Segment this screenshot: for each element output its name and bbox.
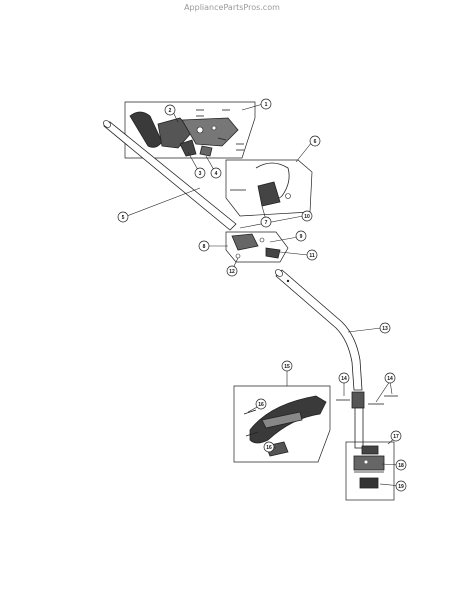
shaft-hole [286, 279, 290, 283]
spool-hole [364, 460, 368, 464]
callout-label: 6 [314, 139, 317, 145]
callout-11: 11 [306, 249, 318, 261]
callout-19: 19 [395, 480, 407, 492]
callout-label: 16 [258, 402, 264, 408]
callout-label: 17 [393, 434, 399, 440]
callout-label: 8 [203, 244, 206, 250]
handle-assembly-box [124, 101, 256, 159]
curved-shaft-end [275, 269, 283, 277]
callout-8: 8 [198, 240, 210, 252]
callout-label: 12 [229, 269, 235, 275]
shaft-lower-tube [354, 407, 364, 449]
spool-box [345, 441, 395, 501]
callout-label: 15 [284, 364, 290, 370]
curved-shaft-tube [275, 269, 363, 391]
callout-10: 10 [301, 210, 313, 222]
callout-label: 5 [122, 215, 125, 221]
shaft-clamp [351, 391, 365, 409]
shaft-end [103, 120, 111, 128]
callout-13: 13 [379, 322, 391, 334]
coupler-housing [231, 233, 259, 251]
callout-label: 9 [300, 234, 303, 240]
callout-17: 17 [390, 430, 402, 442]
guard-assembly [233, 385, 331, 463]
callout-label: 13 [382, 326, 388, 332]
coupler-screw [235, 253, 241, 259]
callout-7: 7 [260, 216, 272, 228]
callout-12: 12 [226, 265, 238, 277]
callout-4: 4 [210, 167, 222, 179]
callout-label: 11 [309, 253, 315, 259]
callout-label: 2 [169, 108, 172, 114]
coupler-assembly [225, 231, 289, 263]
callout-label: 19 [398, 484, 404, 490]
leader-lines [126, 103, 402, 487]
callout-6: 6 [309, 135, 321, 147]
callout-2: 2 [164, 104, 176, 116]
spool-cap [359, 477, 379, 489]
switch-part [199, 145, 213, 157]
callout-3: 3 [194, 167, 206, 179]
coupler-knob [265, 247, 281, 259]
spool-housing [353, 455, 385, 471]
aux-handle-clamp [257, 181, 281, 207]
callout-label: 18 [398, 463, 404, 469]
callout-label: 16 [266, 445, 272, 451]
spool-top [361, 445, 379, 455]
callout-label: 1 [265, 102, 268, 108]
lower-curved-shaft [275, 269, 398, 449]
callout-label: 4 [215, 171, 218, 177]
callout-label: 3 [199, 171, 202, 177]
watermark-text: AppliancePartsPros.com [184, 3, 280, 12]
trigger-part [179, 139, 197, 157]
callout-label: 14 [387, 376, 393, 382]
callout-14-right: 14 [384, 372, 396, 384]
spool-head-assembly [345, 441, 395, 501]
callout-label: 10 [304, 214, 310, 220]
callout-16-cutter: 16 [263, 441, 275, 453]
handle-body-part [181, 117, 239, 147]
callout-14-left: 14 [338, 372, 350, 384]
handle-hole [211, 125, 217, 131]
aux-handle-knob [285, 193, 291, 199]
callout-15: 15 [281, 360, 293, 372]
callout-1: 1 [260, 98, 272, 110]
guard-insert [261, 411, 303, 429]
auxiliary-handle-assembly [225, 159, 313, 217]
callout-18: 18 [395, 459, 407, 471]
callout-5: 5 [117, 211, 129, 223]
guard-screw [243, 409, 257, 415]
coupler-box [225, 231, 289, 263]
guard-screw [245, 431, 259, 437]
callout-9: 9 [295, 230, 307, 242]
screw [217, 137, 227, 141]
guard-box [233, 385, 331, 463]
upper-shaft [103, 120, 237, 231]
callout-label: 7 [265, 220, 268, 226]
callout-label: 14 [341, 376, 347, 382]
callout-16-guard: 16 [255, 398, 267, 410]
handle-hole [196, 126, 204, 134]
coupler-screw [259, 237, 265, 243]
